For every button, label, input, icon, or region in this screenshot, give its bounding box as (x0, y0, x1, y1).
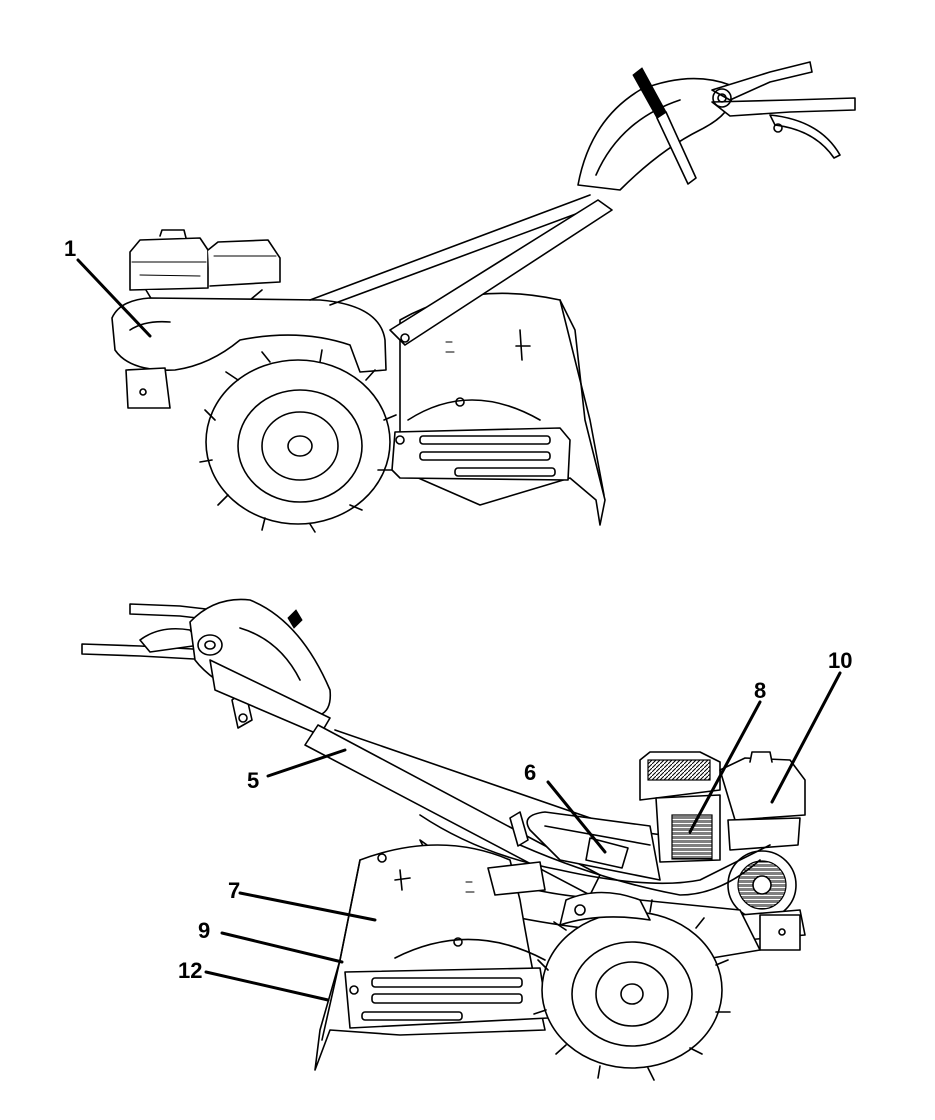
shield-plate-side (344, 937, 549, 1029)
leader-1 (76, 258, 152, 338)
callout-label-1: 1 (64, 236, 76, 261)
tiller-top-view: 1 (64, 61, 856, 533)
callout-label-10: 10 (828, 648, 852, 673)
handlebar-side (81, 598, 332, 736)
engine-top (129, 229, 281, 301)
leader-12 (204, 970, 330, 1002)
bumper-top (111, 297, 387, 373)
callout-label-8: 8 (754, 678, 766, 703)
handlebar-top (309, 61, 856, 346)
tiller-side-view: 5 6 7 8 9 10 12 (81, 598, 852, 1081)
leader-6 (546, 780, 607, 854)
leader-7 (238, 891, 377, 922)
engine-side (639, 751, 806, 951)
callout-label-12: 12 (178, 958, 202, 983)
callout-label-7: 7 (228, 878, 240, 903)
leader-9 (220, 931, 344, 964)
leader-5 (266, 748, 347, 778)
wheel-side (533, 891, 731, 1081)
callout-label-9: 9 (198, 918, 210, 943)
wheel-top (199, 349, 397, 533)
callout-label-5: 5 (247, 768, 259, 793)
leader-10 (770, 671, 842, 804)
leader-8 (688, 700, 762, 834)
callout-label-6: 6 (524, 760, 536, 785)
